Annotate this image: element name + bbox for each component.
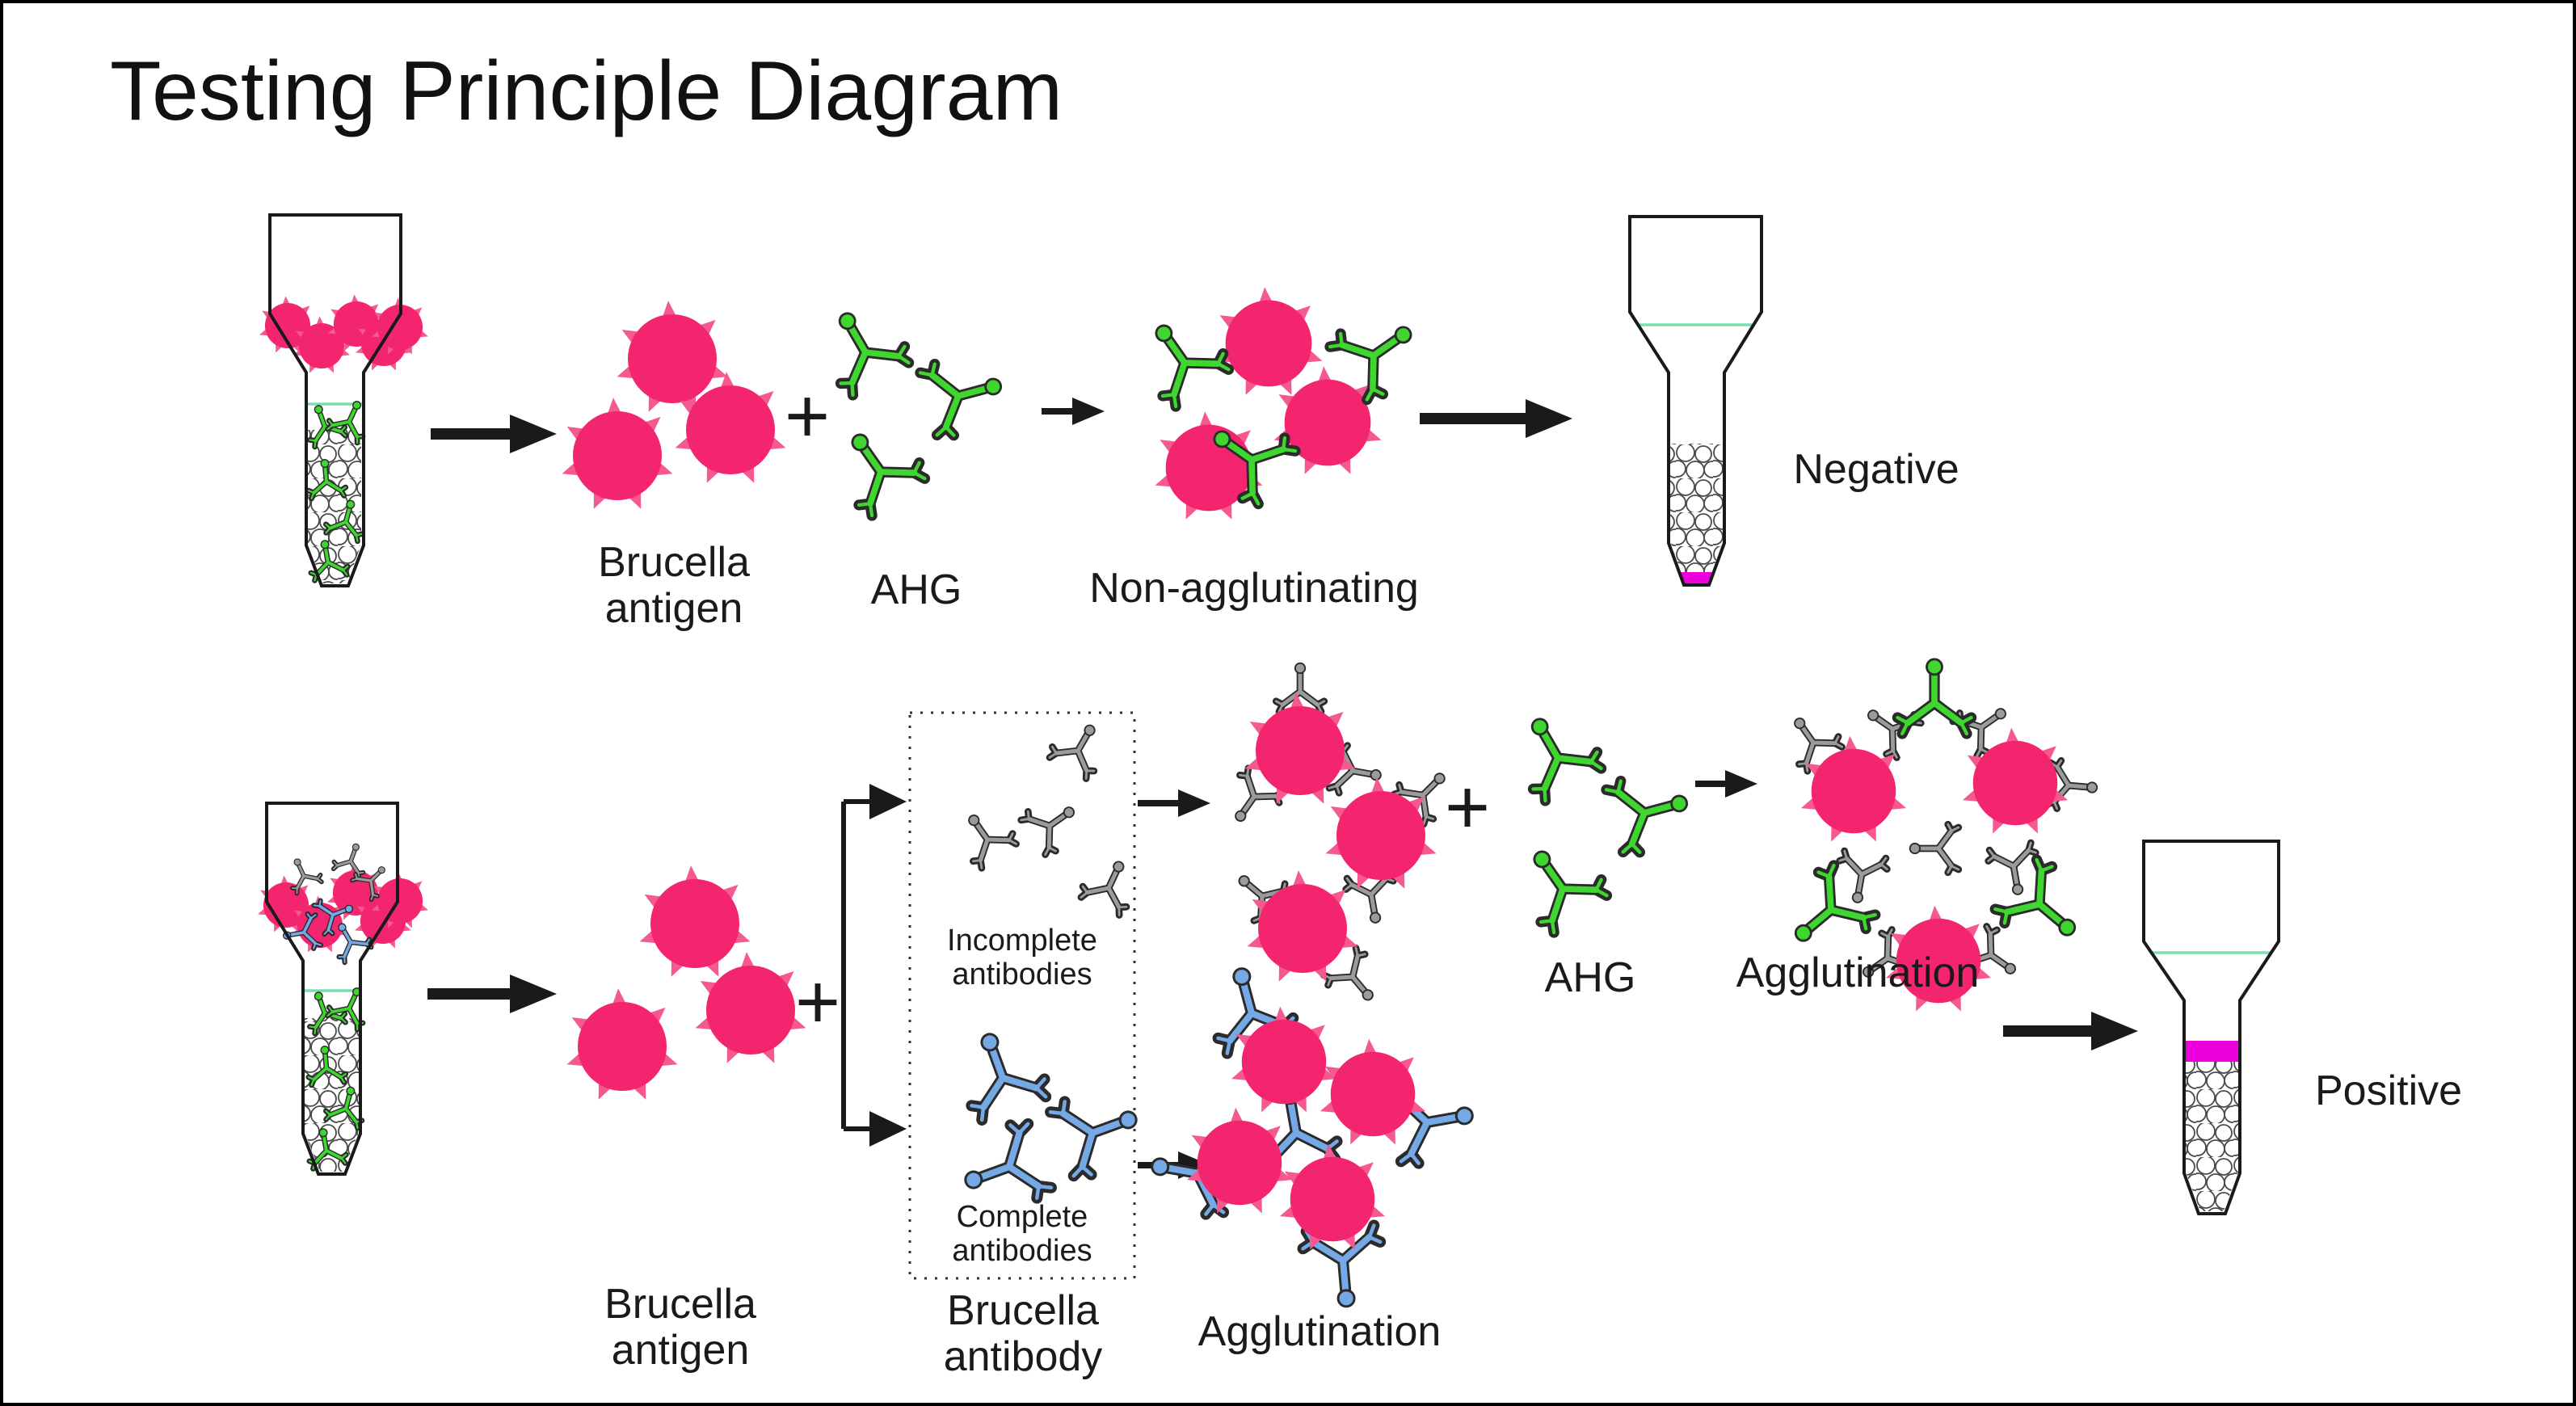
label-brucella-antibody: Brucella antibody [943, 1287, 1103, 1381]
arrow-row1-a [431, 415, 557, 453]
diagram-art [256, 213, 2280, 1406]
label-ahg-row2: AHG [1544, 954, 1636, 1001]
sensitized-cells-group [1218, 663, 1460, 1015]
label-positive-result: Positive [2314, 1067, 2463, 1114]
label-line: antigen [604, 585, 743, 633]
label-line: antibody [943, 1333, 1103, 1381]
label-line: antibodies [952, 957, 1092, 991]
label-ahg-row1: AHG [870, 566, 962, 613]
label-line: Brucella [604, 1281, 756, 1328]
ahg-group-row1 [811, 296, 1010, 518]
arrow-row1-b [1042, 398, 1105, 425]
incomplete-antibody-group [951, 714, 1143, 917]
complete-antibody-group [950, 1021, 1149, 1219]
label-complete-antibodies: Complete antibodies [952, 1200, 1092, 1269]
label-line: antibodies [952, 1233, 1092, 1268]
arrow-row2-a [427, 975, 557, 1013]
label-line: antigen [611, 1327, 750, 1374]
positive-result-tube [2142, 840, 2280, 1215]
arrow-row2-b [1695, 770, 1757, 798]
label-brucella-antigen-row1: Brucella antigen [598, 539, 750, 633]
page-title: Testing Principle Diagram [110, 44, 1063, 138]
plus-sign-row2-antibody: + [794, 958, 841, 1046]
sample-tube-row1 [258, 213, 430, 587]
label-line: Brucella [598, 539, 750, 586]
non-agglutinating-group [1130, 286, 1431, 524]
plus-sign-row1: + [784, 373, 831, 460]
brucella-antibody-box [908, 711, 1136, 1280]
brucella-antigen-group-row2 [563, 865, 810, 1104]
label-brucella-antigen-row2: Brucella antigen [604, 1281, 756, 1374]
sample-tube-row2 [256, 802, 430, 1176]
label-agglutination-top: Agglutination [1736, 949, 1980, 996]
negative-result-tube [1628, 215, 1763, 587]
arrow-row1-c [1420, 399, 1572, 438]
arrow-row2-c [2003, 1012, 2138, 1050]
agglutination-network-group [1146, 959, 1480, 1310]
label-line: Incomplete [947, 924, 1097, 958]
label-non-agglutinating: Non-agglutinating [1089, 565, 1419, 612]
label-incomplete-antibodies: Incomplete antibodies [947, 924, 1097, 992]
brucella-antigen-group-row1 [558, 300, 789, 513]
label-negative-result: Negative [1793, 446, 1959, 493]
plus-sign-row2-ahg: + [1444, 764, 1491, 851]
label-line: Complete [956, 1200, 1088, 1234]
arrow-box-to-sensitized [1138, 789, 1210, 817]
antibody-split-bracket [841, 784, 907, 1147]
label-agglutination-bottom: Agglutination [1198, 1308, 1442, 1355]
label-line: Brucella [947, 1287, 1099, 1334]
ahg-group-row2 [1504, 701, 1696, 935]
